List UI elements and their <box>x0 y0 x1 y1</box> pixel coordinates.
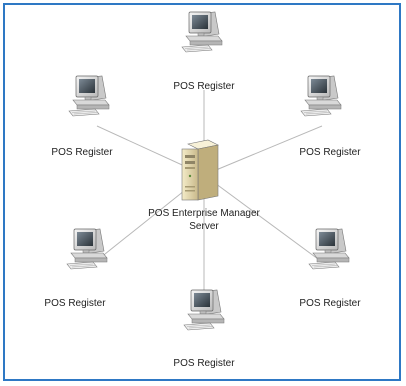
pos-register-lower-left-label: POS Register <box>44 298 106 309</box>
pos-register-upper-left-icon <box>68 75 110 117</box>
pos-register-upper-left-label: POS Register <box>51 147 113 158</box>
server-label-line1: POS Enterprise Manager <box>148 208 260 219</box>
pos-register-upper-right-icon <box>300 75 342 117</box>
pos-register-top-icon <box>181 11 223 53</box>
link-upper-right <box>203 125 323 176</box>
pos-register-bottom-label: POS Register <box>173 358 235 369</box>
server-label-line2: Server <box>189 221 219 232</box>
pos-register-bottom-icon <box>183 289 225 331</box>
pos-register-lower-right-label: POS Register <box>299 298 361 309</box>
pos-register-lower-right-icon <box>308 228 350 270</box>
pos-register-lower-left-icon <box>66 228 108 270</box>
link-lower-right <box>203 174 323 263</box>
pos-register-top-label: POS Register <box>173 81 235 92</box>
pos-register-upper-right-label: POS Register <box>299 147 361 158</box>
server-icon <box>181 139 219 201</box>
